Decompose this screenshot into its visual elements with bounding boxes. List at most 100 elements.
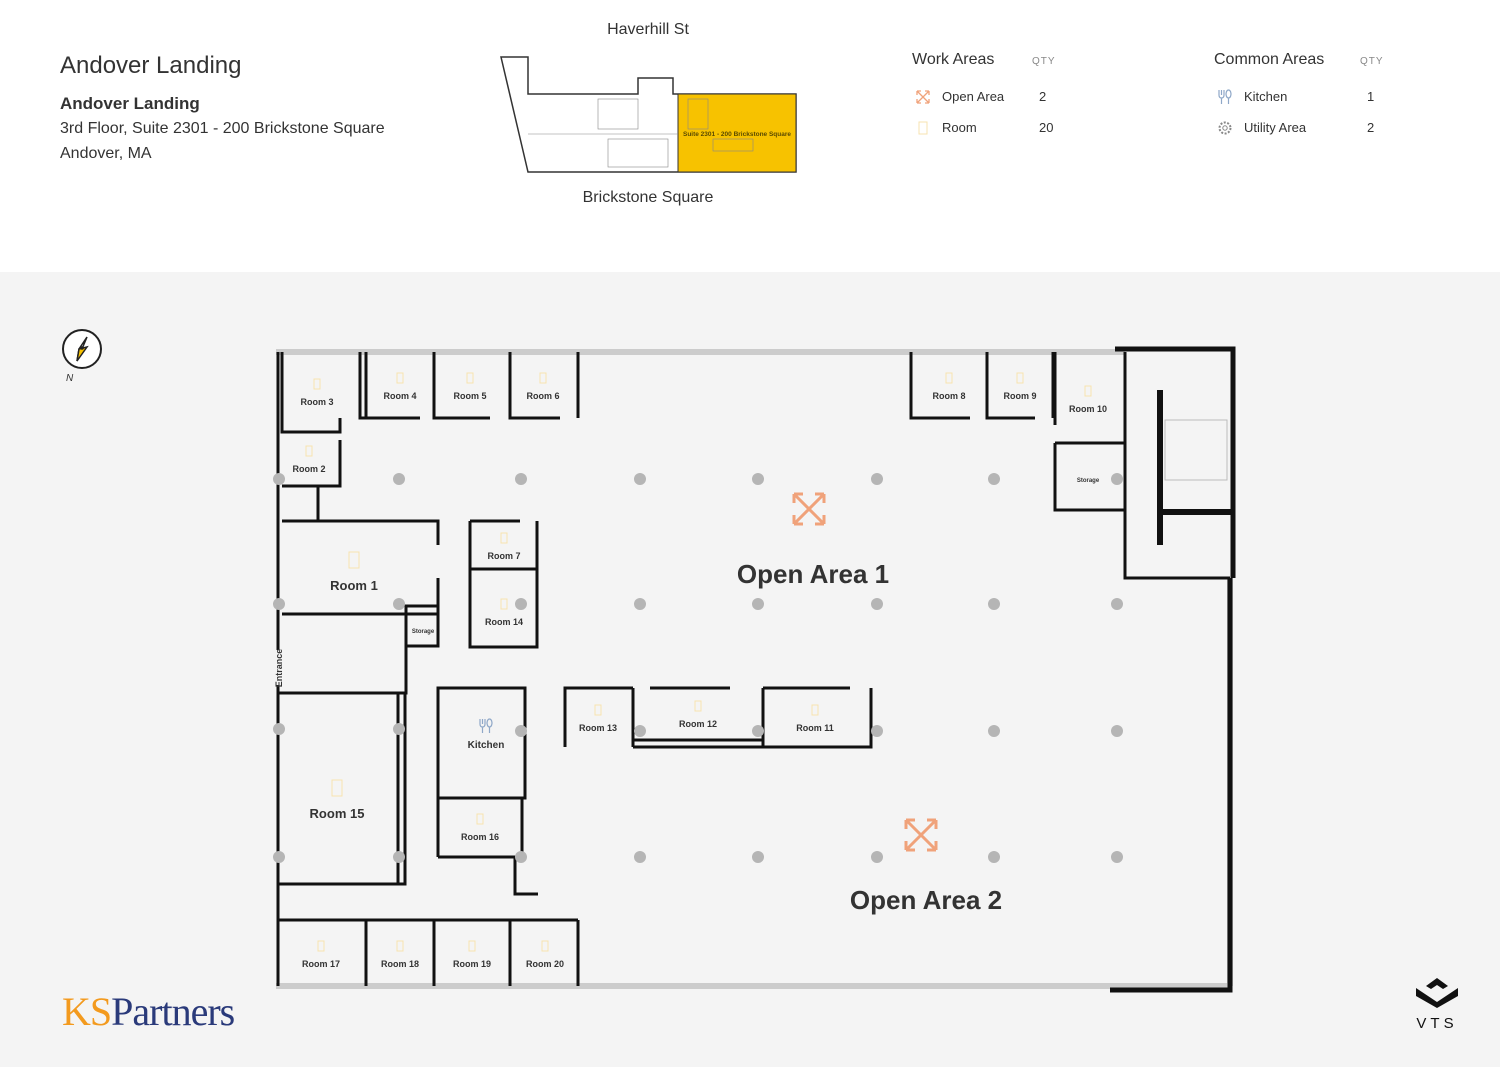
column (273, 598, 285, 610)
column (393, 851, 405, 863)
column (1111, 598, 1123, 610)
vts-logo: VTS (1412, 976, 1462, 1032)
column (515, 473, 527, 485)
open-area-2-label: Open Area 2 (850, 885, 1002, 915)
room-door-icon (331, 779, 343, 797)
room-door-icon (476, 813, 484, 825)
column (752, 473, 764, 485)
room-label: Room 15 (310, 806, 365, 821)
column (634, 725, 646, 737)
column (988, 598, 1000, 610)
open-area-icon (916, 90, 930, 104)
room-door-icon (396, 940, 404, 952)
room-label: Room 11 (796, 723, 834, 733)
room-door-icon (348, 551, 360, 569)
legend-open-area-label: Open Area (942, 89, 1005, 104)
column (393, 598, 405, 610)
room-door-icon (500, 598, 508, 610)
legend-utility-label: Utility Area (1244, 120, 1307, 135)
kspartners-logo: KSPartners (62, 989, 235, 1034)
key-plan-suite-highlight (677, 93, 797, 173)
room-label: Room 1 (330, 578, 378, 593)
column (393, 723, 405, 735)
kitchen-icon (479, 718, 493, 733)
address-line-1: 3rd Floor, Suite 2301 - 200 Brickstone S… (60, 120, 385, 137)
room-door-icon (305, 445, 313, 457)
room-label: Room 17 (302, 959, 340, 969)
room-label: Room 13 (579, 723, 617, 733)
room-label: Room 2 (292, 464, 325, 474)
room-label: Room 14 (485, 617, 523, 627)
column (1111, 725, 1123, 737)
room-door-icon (500, 532, 508, 544)
column (1111, 473, 1123, 485)
room-label: Room 18 (381, 959, 419, 969)
entrance-label: Entrance (274, 649, 284, 688)
street-bottom: Brickstone Square (582, 189, 714, 206)
open-area-1-icon (792, 492, 826, 526)
room-label: Storage (412, 629, 435, 635)
room-door-icon (918, 121, 928, 135)
common-areas-qty-header: QTY (1360, 56, 1384, 67)
legend-room-label: Room (942, 120, 977, 135)
room-door-icon (541, 940, 549, 952)
compass-icon (62, 329, 102, 369)
room-label: Room 4 (383, 391, 416, 401)
open-area-1-label: Open Area 1 (737, 559, 889, 589)
column (515, 598, 527, 610)
legend-open-area-qty: 2 (1039, 89, 1047, 104)
legend-room-qty: 20 (1039, 120, 1054, 135)
column (988, 725, 1000, 737)
common-areas-title: Common Areas (1214, 51, 1325, 68)
room-door-icon (811, 704, 819, 716)
column (273, 851, 285, 863)
room-label: Room 6 (526, 391, 559, 401)
column (634, 598, 646, 610)
column (634, 473, 646, 485)
column (393, 473, 405, 485)
column (515, 851, 527, 863)
room-label: Room 20 (526, 959, 564, 969)
room-door-icon (694, 700, 702, 712)
legend-kitchen-label: Kitchen (1244, 89, 1288, 104)
room-label: Room 12 (679, 719, 717, 729)
room-door-icon (594, 704, 602, 716)
open-area-2-icon (904, 818, 938, 852)
page-title: Andover Landing (60, 52, 242, 79)
room-label: Room 5 (453, 391, 486, 401)
column (515, 725, 527, 737)
room-label: Room 19 (453, 959, 491, 969)
room-label: Room 10 (1069, 404, 1107, 414)
column (752, 598, 764, 610)
column (871, 473, 883, 485)
column (871, 851, 883, 863)
compass-north-label: N (66, 373, 74, 384)
room-label: Kitchen (468, 740, 505, 751)
street-top: Haverhill St (607, 21, 689, 38)
work-areas-title: Work Areas (912, 51, 995, 68)
legend-utility-qty: 2 (1367, 120, 1375, 135)
room-door-icon (313, 378, 321, 390)
floorplan-panel (0, 272, 1500, 1067)
column (871, 725, 883, 737)
room-label: Storage (1077, 478, 1100, 484)
work-areas-qty-header: QTY (1032, 56, 1056, 67)
column (988, 473, 1000, 485)
room-door-icon (1084, 385, 1092, 397)
room-door-icon (317, 940, 325, 952)
room-door-icon (539, 372, 547, 384)
kitchen-icon (1218, 89, 1232, 104)
address-line-2: Andover, MA (60, 145, 152, 162)
room-label: Room 8 (932, 391, 965, 401)
column (1111, 851, 1123, 863)
column (871, 598, 883, 610)
column (988, 851, 1000, 863)
room-label: Room 3 (300, 397, 333, 407)
room-door-icon (468, 940, 476, 952)
column (752, 725, 764, 737)
room-label: Room 7 (487, 551, 520, 561)
room-door-icon (1016, 372, 1024, 384)
gear-icon (1218, 121, 1232, 135)
building-name: Andover Landing (60, 94, 200, 113)
